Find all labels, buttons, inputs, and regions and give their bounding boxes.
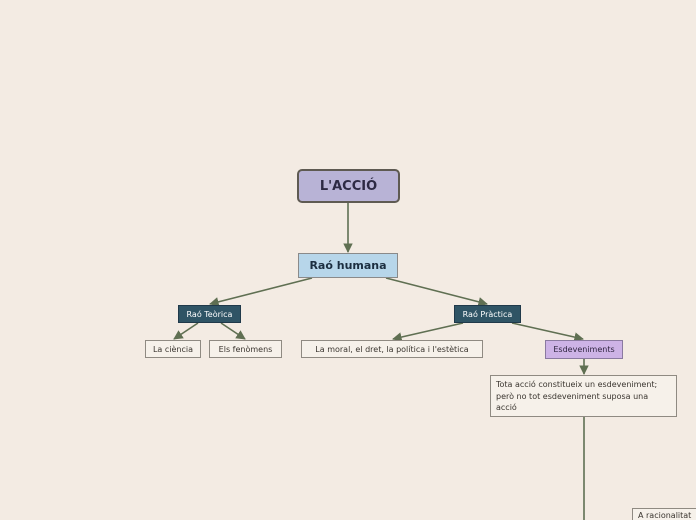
node-rationality-label: A racionalitat (638, 511, 692, 520)
node-practical-reason[interactable]: Raó Pràctica (454, 305, 521, 323)
node-rationality[interactable]: A racionalitat (632, 508, 696, 520)
edge-practical-events (511, 322, 584, 342)
node-events[interactable]: Esdeveniments (545, 340, 623, 359)
edge-human-theoretical (209, 277, 313, 307)
node-phenomena-label: Els fenòmens (218, 344, 273, 354)
node-moral-law-politics-aesthetics[interactable]: La moral, el dret, la política i l'estèt… (301, 340, 483, 358)
node-phenomena[interactable]: Els fenòmens (209, 340, 282, 358)
edge-theoretical-science (173, 322, 199, 340)
root-node-action[interactable]: L'ACCIÓ (297, 169, 400, 203)
node-theoretical-reason[interactable]: Raó Teòrica (178, 305, 241, 323)
node-science-label: La ciència (152, 344, 194, 354)
node-every-action-is-event[interactable]: Tota acció constitueix un esdeveniment; … (490, 375, 677, 417)
node-every-action-label: Tota acció constitueix un esdeveniment; … (496, 380, 658, 412)
edge-practical-moral (392, 322, 464, 342)
node-human-reason-label: Raó humana (309, 259, 387, 272)
root-node-label: L'ACCIÓ (319, 178, 378, 194)
edge-theoretical-phenomena (220, 322, 246, 340)
node-human-reason[interactable]: Raó humana (298, 253, 398, 278)
node-events-label: Esdeveniments (553, 345, 615, 354)
edge-human-practical (385, 277, 488, 307)
node-moral-label: La moral, el dret, la política i l'estèt… (315, 344, 469, 354)
node-practical-reason-label: Raó Pràctica (462, 309, 513, 319)
node-science[interactable]: La ciència (145, 340, 201, 358)
node-theoretical-reason-label: Raó Teòrica (186, 309, 233, 319)
